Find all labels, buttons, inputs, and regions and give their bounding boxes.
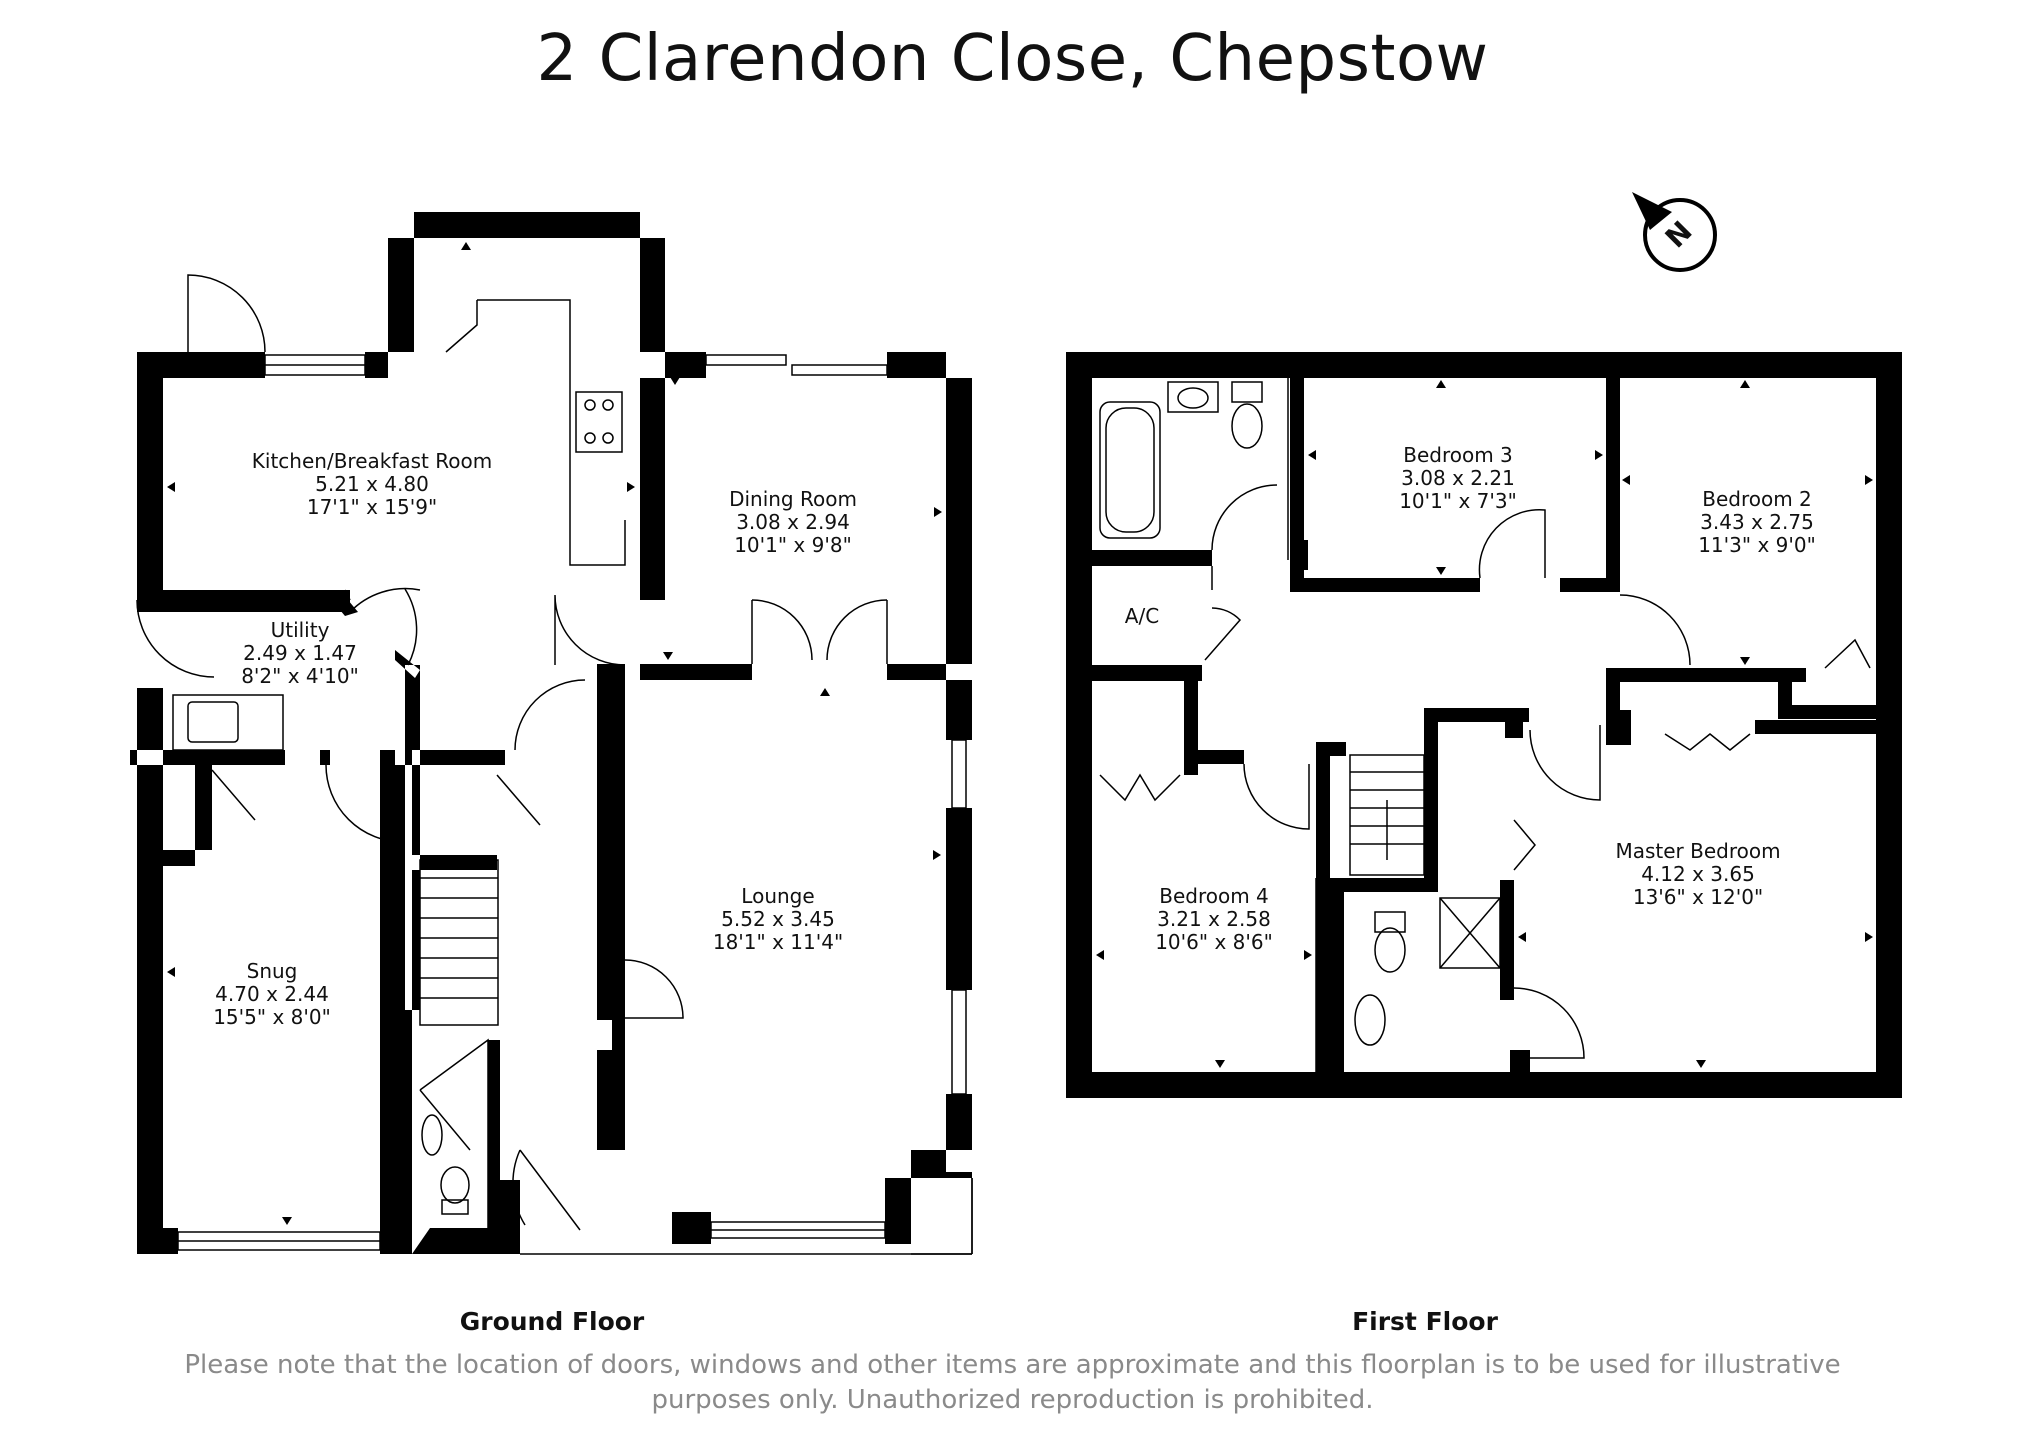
room-label-lounge: Lounge 5.52 x 3.45 18'1" x 11'4" <box>713 885 843 954</box>
room-name: Snug <box>246 959 298 983</box>
door-swing <box>1478 508 1546 579</box>
room-imperial: 10'1" x 9'8" <box>734 533 852 557</box>
room-name: Dining Room <box>729 487 857 511</box>
first-floor-lines <box>1099 354 1871 1096</box>
hob <box>575 391 623 453</box>
utility-top-wall <box>137 590 350 612</box>
stairs <box>1349 754 1425 876</box>
room-label-master: Master Bedroom 4.12 x 3.65 13'6" x 12'0" <box>1615 840 1780 909</box>
door-swing <box>1529 725 1601 801</box>
door <box>419 1089 471 1151</box>
room-imperial: 10'6" x 8'6" <box>1155 930 1273 954</box>
door <box>211 769 256 821</box>
room-metric: 3.43 x 2.75 <box>1700 510 1814 534</box>
ground-floor-lines <box>136 214 973 1255</box>
room-name: Lounge <box>741 884 815 908</box>
room-metric: 4.12 x 3.65 <box>1641 862 1755 886</box>
bath <box>1099 401 1161 539</box>
room-metric: 3.08 x 2.21 <box>1401 466 1515 490</box>
room-label-bedroom3: Bedroom 3 3.08 x 2.21 10'1" x 7'3" <box>1399 444 1517 513</box>
room-name: Master Bedroom <box>1615 839 1781 863</box>
room-label-bedroom4: Bedroom 4 3.21 x 2.58 10'6" x 8'6" <box>1155 885 1273 954</box>
floor-label-first: First Floor <box>1352 1307 1498 1336</box>
room-metric: 3.08 x 2.94 <box>736 510 850 534</box>
room-name: Bedroom 2 <box>1702 487 1812 511</box>
floor-label-ground: Ground Floor <box>459 1307 645 1336</box>
french-doors <box>751 599 888 661</box>
room-metric: 2.49 x 1.47 <box>243 641 357 665</box>
room-name: Bedroom 4 <box>1159 884 1269 908</box>
dimension-markers <box>167 242 1873 1225</box>
room-imperial: 18'1" x 11'4" <box>712 930 844 954</box>
page-title: 2 Clarendon Close, Chepstow <box>536 22 1489 96</box>
door-swing <box>514 679 586 751</box>
first-floor-left-wall <box>1066 352 1092 1098</box>
room-metric: 4.70 x 2.44 <box>215 982 329 1006</box>
north-compass <box>1632 192 1717 272</box>
room-name: Bedroom 3 <box>1403 443 1513 467</box>
door-swing <box>1243 763 1310 830</box>
room-metric: 3.21 x 2.58 <box>1157 907 1271 931</box>
room-label-ac: A/C <box>1125 605 1159 628</box>
room-imperial: 10'1" x 7'3" <box>1399 489 1517 513</box>
sliding-door <box>705 354 787 366</box>
room-label-utility: Utility 2.49 x 1.47 8'2" x 4'10" <box>241 619 359 688</box>
door-swing <box>187 274 266 353</box>
stairs <box>419 859 499 1026</box>
door-swing <box>1513 987 1585 1059</box>
door-swing <box>1619 594 1691 666</box>
room-label-kitchen: Kitchen/Breakfast Room 5.21 x 4.80 17'1"… <box>252 450 492 519</box>
shower <box>1439 897 1501 969</box>
room-imperial: 17'1" x 15'9" <box>306 495 438 519</box>
room-imperial: 15'5" x 8'0" <box>213 1005 331 1029</box>
room-label-bedroom2: Bedroom 2 3.43 x 2.75 11'3" x 9'0" <box>1698 488 1816 557</box>
front-door <box>512 1149 581 1231</box>
room-name: Utility <box>270 618 330 642</box>
door-swing <box>624 959 684 1019</box>
disclaimer-line-1: Please note that the location of doors, … <box>184 1350 1841 1380</box>
disclaimer-line-2: purposes only. Unauthorized reproduction… <box>651 1385 1374 1415</box>
room-imperial: 11'3" x 9'0" <box>1698 533 1816 557</box>
ground-floor-plan <box>130 212 972 1254</box>
room-label-dining: Dining Room 3.08 x 2.94 10'1" x 9'8" <box>729 488 857 557</box>
disclaimer: Please note that the location of doors, … <box>160 1348 1865 1418</box>
door-swing <box>136 599 215 678</box>
door-swing <box>554 594 626 666</box>
ground-floor-walls <box>130 212 972 1254</box>
door <box>1204 607 1242 661</box>
room-name: A/C <box>1124 604 1160 628</box>
door-swing <box>1211 484 1278 551</box>
kitchen-counter <box>445 299 626 566</box>
first-floor-right-wall <box>1876 352 1902 1098</box>
sliding-door <box>791 364 888 376</box>
room-name: Kitchen/Breakfast Room <box>251 449 493 473</box>
room-imperial: 13'6" x 12'0" <box>1632 885 1764 909</box>
room-imperial: 8'2" x 4'10" <box>241 664 359 688</box>
room-label-snug: Snug 4.70 x 2.44 15'5" x 8'0" <box>213 960 331 1029</box>
door-swing <box>325 764 404 843</box>
room-metric: 5.52 x 3.45 <box>721 907 835 931</box>
room-metric: 5.21 x 4.80 <box>315 472 429 496</box>
